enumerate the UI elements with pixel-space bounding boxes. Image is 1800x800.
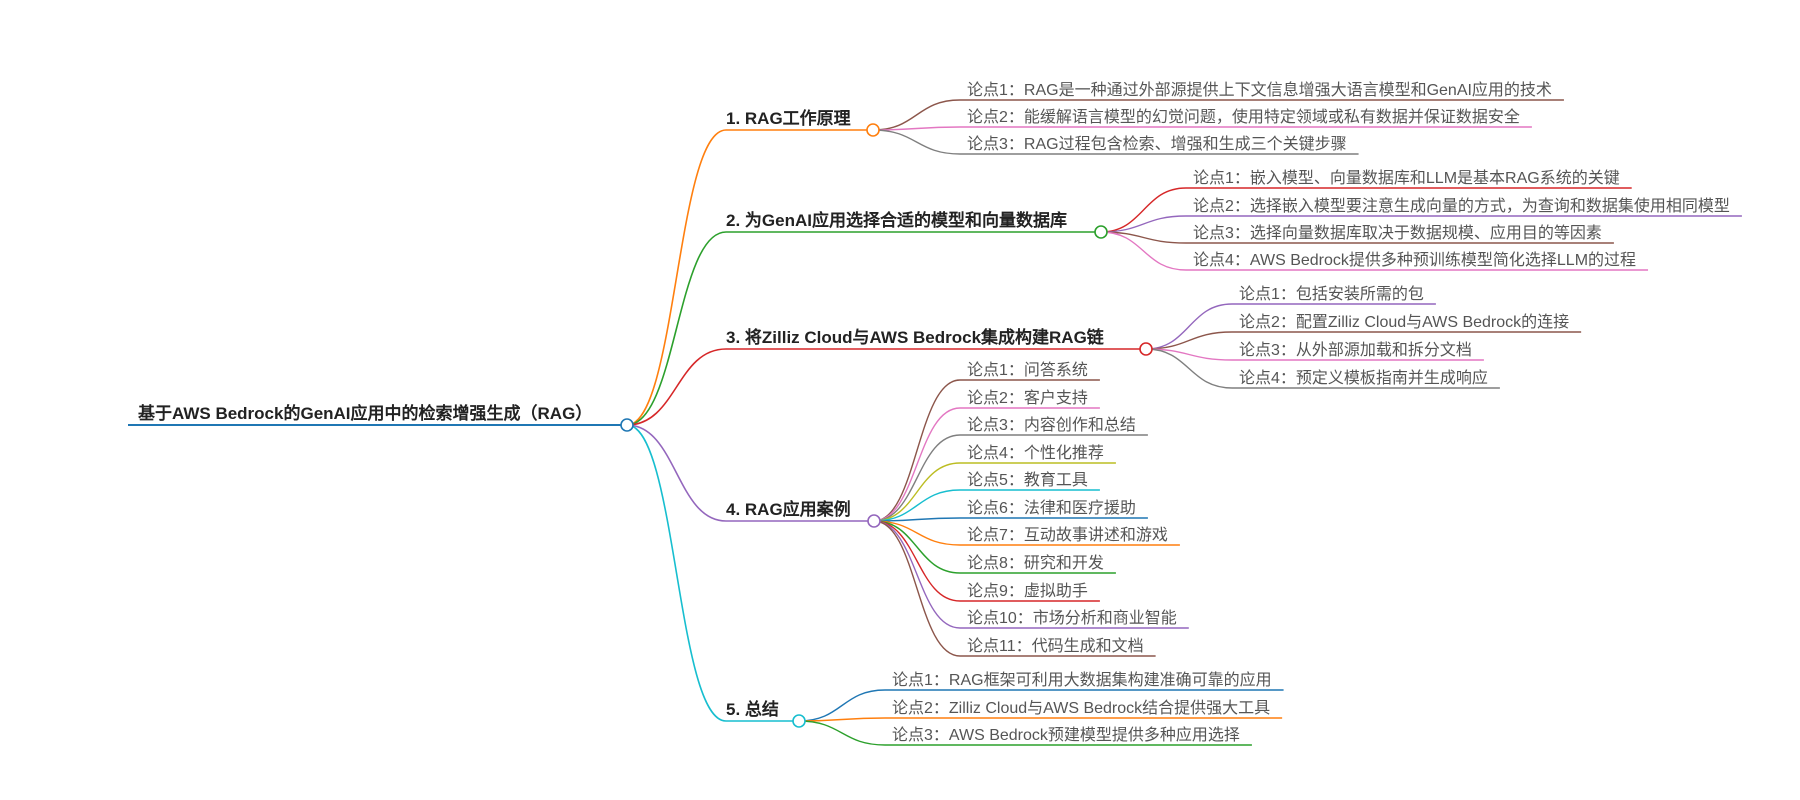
- leaf-label-b3-3: 论点3：从外部源加载和拆分文档: [1239, 341, 1472, 359]
- leaf-label-b2-2: 论点2：选择嵌入模型要注意生成向量的方式，为查询和数据集使用相同模型: [1193, 196, 1730, 215]
- leaf-label-b3-1: 论点1：包括安装所需的包: [1239, 285, 1424, 303]
- leaf-connector-b3-4: [1145, 348, 1233, 389]
- branch-connector-b5: [626, 424, 727, 722]
- leaf-connector-b4-3: [873, 434, 961, 522]
- branch-label-b4: 4. RAG应用案例: [726, 499, 851, 519]
- leaf-connector-b1-2: [872, 126, 961, 131]
- leaf-connector-b2-1: [1100, 187, 1187, 233]
- leaf-label-b4-10: 论点10：市场分析和商业智能: [967, 609, 1177, 627]
- leaf-label-b4-4: 论点4：个性化推荐: [967, 444, 1104, 462]
- branch-label-b1: 1. RAG工作原理: [726, 108, 851, 128]
- branch-collapse-toggle-b3[interactable]: [1139, 342, 1153, 356]
- branch-connector-b1: [626, 129, 727, 426]
- leaf-label-b5-1: 论点1：RAG框架可利用大数据集构建准确可靠的应用: [892, 670, 1272, 689]
- leaf-connector-b4-4: [873, 462, 961, 522]
- leaf-label-b2-3: 论点3：选择向量数据库取决于数据规模、应用目的等因素: [1193, 223, 1602, 242]
- leaf-connector-b2-2: [1100, 215, 1187, 233]
- leaf-label-b4-2: 论点2：客户支持: [967, 389, 1088, 407]
- root-collapse-toggle[interactable]: [620, 418, 634, 432]
- branch-label-b2: 2. 为GenAI应用选择合适的模型和向量数据库: [726, 210, 1067, 230]
- leaf-connector-b3-2: [1145, 331, 1233, 350]
- leaf-label-b3-2: 论点2：配置Zilliz Cloud与AWS Bedrock的连接: [1239, 313, 1569, 331]
- leaf-label-b5-2: 论点2：Zilliz Cloud与AWS Bedrock结合提供强大工具: [892, 699, 1270, 717]
- leaf-connector-b4-1: [873, 379, 961, 522]
- leaf-connector-b5-1: [798, 689, 886, 722]
- leaf-connector-b4-7: [873, 520, 961, 546]
- leaf-label-b4-3: 论点3：内容创作和总结: [967, 416, 1136, 434]
- branch-connector-b4: [626, 424, 727, 522]
- leaf-label-b2-1: 论点1：嵌入模型、向量数据库和LLM是基本RAG系统的关键: [1193, 169, 1620, 187]
- leaf-connector-b3-3: [1145, 348, 1233, 361]
- leaf-connector-b4-10: [873, 520, 961, 629]
- leaf-label-b4-5: 论点5：教育工具: [967, 471, 1088, 489]
- leaf-connector-b5-3: [798, 720, 886, 746]
- leaf-connector-b4-11: [873, 520, 961, 657]
- branch-connector-b3: [626, 348, 727, 426]
- leaf-connector-b4-6: [873, 517, 961, 522]
- branch-collapse-toggle-b4[interactable]: [867, 514, 881, 528]
- leaf-label-b1-3: 论点3：RAG过程包含检索、增强和生成三个关键步骤: [967, 135, 1347, 153]
- leaf-connector-b2-3: [1100, 231, 1187, 244]
- leaf-connector-b1-3: [872, 129, 961, 155]
- leaf-label-b1-2: 论点2：能缓解语言模型的幻觉问题，使用特定领域或私有数据并保证数据安全: [967, 108, 1520, 126]
- branch-collapse-toggle-b1[interactable]: [866, 123, 880, 137]
- branch-collapse-toggle-b2[interactable]: [1094, 225, 1108, 239]
- leaf-label-b4-11: 论点11：代码生成和文档: [967, 637, 1144, 655]
- leaf-connector-b4-8: [873, 520, 961, 574]
- leaf-connector-b5-2: [798, 717, 886, 722]
- leaf-label-b4-9: 论点9：虚拟助手: [967, 582, 1088, 600]
- leaf-label-b4-8: 论点8：研究和开发: [967, 554, 1104, 572]
- leaf-connector-b1-1: [872, 99, 961, 131]
- leaf-label-b3-4: 论点4：预定义模板指南并生成响应: [1239, 368, 1488, 387]
- leaf-label-b1-1: 论点1：RAG是一种通过外部源提供上下文信息增强大语言模型和GenAI应用的技术: [967, 80, 1552, 99]
- branch-label-b3: 3. 将Zilliz Cloud与AWS Bedrock集成构建RAG链: [726, 327, 1105, 347]
- branch-label-b5: 5. 总结: [726, 699, 779, 719]
- mindmap-links: [128, 99, 1742, 746]
- leaf-connector-b3-1: [1145, 303, 1233, 350]
- mindmap-nodes: 基于AWS Bedrock的GenAI应用中的检索增强生成（RAG） 1. RAG…: [137, 80, 1730, 744]
- leaf-connector-b2-4: [1100, 231, 1187, 271]
- leaf-connector-b4-5: [873, 489, 961, 522]
- leaf-label-b4-6: 论点6：法律和医疗援助: [967, 499, 1136, 517]
- branch-collapse-toggle-b5[interactable]: [792, 714, 806, 728]
- leaf-label-b5-3: 论点3：AWS Bedrock预建模型提供多种应用选择: [892, 725, 1240, 744]
- leaf-label-b4-7: 论点7：互动故事讲述和游戏: [967, 526, 1168, 544]
- leaf-connector-b4-2: [873, 407, 961, 522]
- branch-connector-b2: [626, 231, 727, 426]
- root-topic-label: 基于AWS Bedrock的GenAI应用中的检索增强生成（RAG）: [137, 403, 592, 423]
- leaf-label-b2-4: 论点4：AWS Bedrock提供多种预训练模型简化选择LLM的过程: [1193, 251, 1636, 269]
- leaf-label-b4-1: 论点1：问答系统: [967, 361, 1088, 379]
